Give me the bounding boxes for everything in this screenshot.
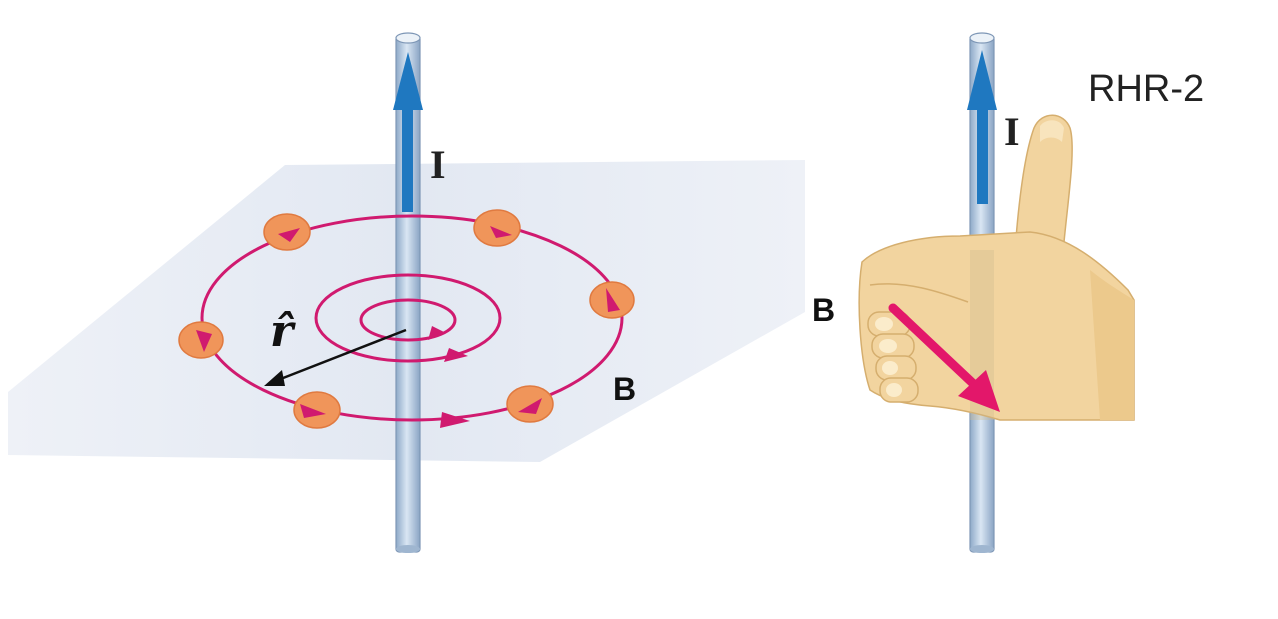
unit-vector-label: r̂ <box>270 306 294 357</box>
field-label-left: B <box>613 371 637 407</box>
wire-left-top-cap <box>395 32 421 44</box>
right-hand <box>858 114 1135 421</box>
rule-title: RHR-2 <box>1088 68 1205 110</box>
field-direction-arrow <box>888 303 985 395</box>
unit-vector-arrowhead <box>264 370 285 386</box>
field-arrow-inner <box>428 326 446 340</box>
compass-needle <box>293 391 341 429</box>
field-loop-middle <box>314 273 502 363</box>
current-arrow-shaft-right <box>977 90 988 204</box>
field-loop-outer <box>200 214 624 422</box>
compass-needle <box>178 321 224 359</box>
field-arrow-outer-bottom <box>440 412 470 428</box>
field-direction-arrowhead <box>958 370 1000 412</box>
current-arrowhead-right <box>967 50 997 110</box>
wire-right-top-cap <box>969 32 995 44</box>
compass-needle <box>473 209 521 247</box>
current-label-right: I <box>1004 109 1020 154</box>
right-panel <box>858 32 1135 553</box>
compass-needle <box>506 385 554 423</box>
field-loop-inner <box>359 298 457 342</box>
wire-right-bottom-cap <box>970 545 994 553</box>
left-panel <box>8 32 805 553</box>
wire-left-bottom-cap <box>396 545 420 553</box>
field-label-right: B <box>812 292 836 328</box>
compass-needle <box>589 281 635 319</box>
compass-needle <box>263 213 311 251</box>
field-arrow-middle <box>444 348 468 362</box>
current-arrow-shaft-left <box>402 90 413 212</box>
current-arrowhead-left <box>393 52 423 110</box>
current-label-left: I <box>430 142 446 187</box>
unit-vector-arrow <box>277 328 407 382</box>
